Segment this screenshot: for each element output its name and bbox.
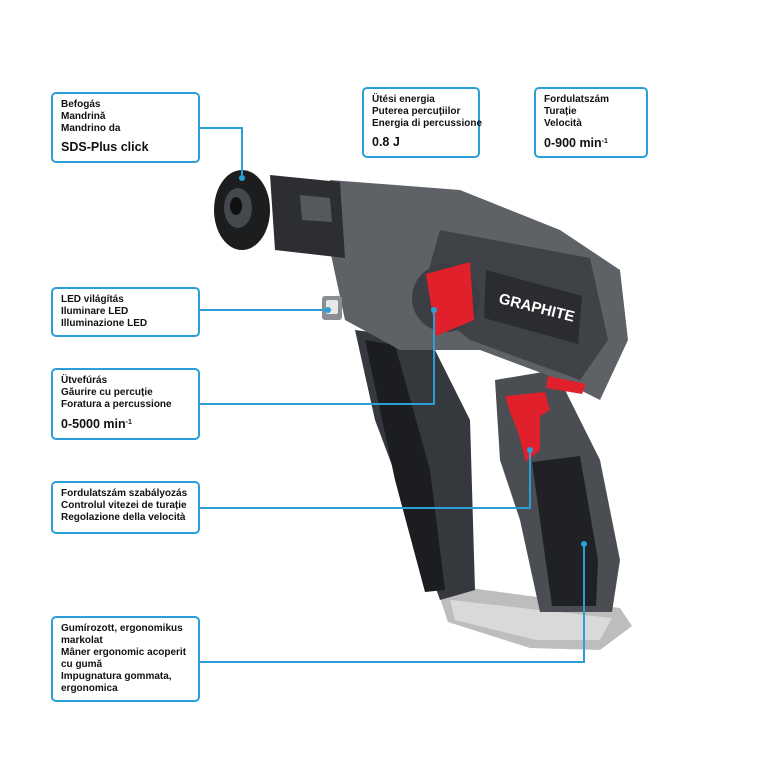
mode-selector-knob	[426, 262, 474, 336]
callout-value-exponent: -1	[125, 419, 132, 426]
callout-value: 0-900 min-1	[544, 136, 638, 150]
callout-value-exponent: -1	[601, 138, 608, 145]
callout-text: Iluminare LED	[61, 306, 129, 317]
callout-text: Controlul vitezei de turație	[61, 500, 187, 511]
logo-plate	[484, 270, 582, 344]
callout-text: Regolazione della velocità	[61, 512, 186, 523]
callout-text: Illuminazione LED	[61, 318, 148, 329]
leader-line-grip	[200, 546, 585, 663]
callout-led: LED világítás Iluminare LED Illuminazion…	[51, 287, 200, 337]
callout-text: Velocità	[544, 118, 582, 129]
callout-text: Gumírozott, ergonomikus markolat	[61, 623, 183, 646]
callout-text: Fordulatszám	[544, 94, 610, 105]
callout-grip: Gumírozott, ergonomikus markolat Mâner e…	[51, 616, 200, 702]
leader-line-hammer	[200, 312, 435, 405]
callout-value-number: 0-5000 min	[61, 417, 126, 431]
rubber-grip	[532, 456, 598, 606]
callout-text: Fordulatszám szabályozás	[61, 488, 188, 499]
callout-speed-control: Fordulatszám szabályozás Controlul vitez…	[51, 481, 200, 534]
callout-text: Turație	[544, 106, 577, 117]
callout-text: Mandrino da	[61, 123, 121, 134]
callout-text: Mandrină	[61, 111, 106, 122]
direction-switch	[546, 376, 586, 394]
callout-hammer-drilling: Ütvefúrás Găurire cu percuție Foratura a…	[51, 368, 200, 440]
callout-value-number: 0-900 min	[544, 136, 602, 150]
callout-value: SDS-Plus click	[61, 140, 149, 154]
callout-text: Găurire cu percuție	[61, 387, 153, 398]
callout-value: 0-5000 min-1	[61, 417, 190, 431]
callout-text: Energia di percussione	[372, 118, 483, 129]
callout-text: Mâner ergonomic acoperit cu gumă	[61, 647, 187, 670]
callout-chuck: Befogás Mandrină Mandrino da SDS-Plus cl…	[51, 92, 200, 163]
leader-line-speed-control	[200, 452, 531, 509]
callout-text: Foratura a percussione	[61, 399, 172, 410]
callout-text: LED világítás	[61, 294, 124, 305]
callout-impact-energy: Ütési energia Puterea percuțiilor Energi…	[362, 87, 483, 158]
callout-text: Befogás	[61, 99, 101, 110]
callout-speed: Fordulatszám Turație Velocità 0-900 min-…	[534, 87, 648, 158]
callout-text: Impugnatura gommata, ergonomica	[61, 671, 172, 694]
callout-text: Puterea percuțiilor	[372, 106, 461, 117]
trigger	[505, 392, 550, 462]
callout-text: Ütvefúrás	[61, 375, 108, 386]
leader-line-chuck	[200, 127, 243, 176]
callout-text: Ütési energia	[372, 94, 435, 105]
callout-value: 0.8 J	[372, 135, 400, 149]
